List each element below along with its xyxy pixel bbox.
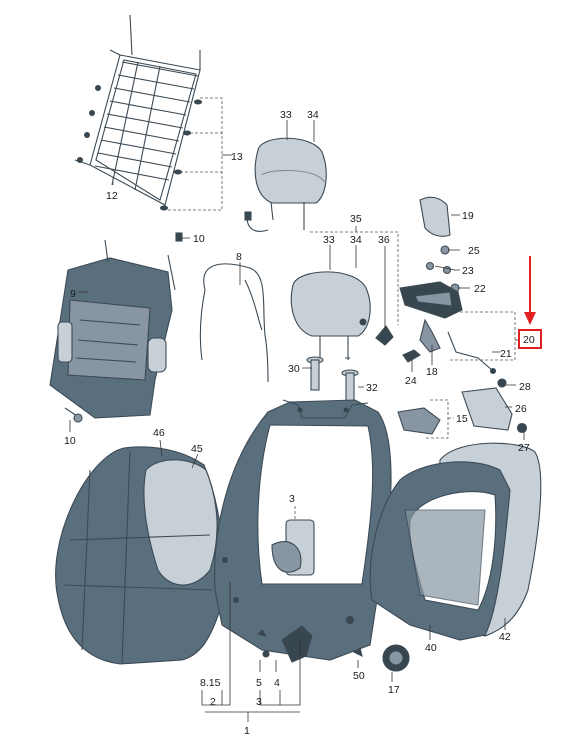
callout-10-top: 10 [193, 233, 205, 245]
callout-26: 26 [515, 403, 527, 415]
callout-15: 15 [456, 413, 468, 425]
callout-21: 21 [500, 348, 512, 360]
callout-36: 36 [378, 234, 390, 246]
headrest-top-part [244, 137, 327, 232]
adjuster-mechanism-part [256, 625, 313, 663]
callout-8: 8 [236, 251, 242, 263]
callout-8-15: 8.15 [200, 677, 221, 689]
callout-33-top: 33 [280, 109, 292, 121]
callout-5: 5 [256, 677, 262, 689]
callout-18: 18 [426, 366, 438, 378]
callout-19: 19 [462, 210, 474, 222]
callout-42: 42 [499, 631, 511, 643]
callout-24: 24 [405, 375, 417, 387]
cable-part [199, 263, 269, 383]
backrest-frame-part [214, 399, 392, 661]
callout-45: 45 [191, 443, 203, 455]
callout-4-top: 4 [274, 677, 280, 689]
callout-12: 12 [106, 190, 118, 202]
small-hardware-parts [352, 196, 528, 672]
callout-20: 20 [523, 334, 535, 346]
backrest-trim-part [369, 461, 511, 641]
callout-22: 22 [474, 283, 486, 295]
callout-33-middle: 33 [323, 234, 335, 246]
callout-28: 28 [519, 381, 531, 393]
callout-30: 30 [288, 363, 300, 375]
callout-3-inner: 3 [289, 493, 295, 505]
callout-46: 46 [153, 427, 165, 439]
highlight-marker [518, 256, 542, 349]
headrest-middle-part [290, 271, 394, 360]
callout-35: 35 [350, 213, 362, 225]
callout-32: 32 [366, 382, 378, 394]
spring-mat-part [74, 14, 202, 211]
callout-25: 25 [468, 245, 480, 257]
callout-1: 1 [244, 725, 250, 737]
callout-34-middle: 34 [350, 234, 362, 246]
callout-27: 27 [518, 442, 530, 454]
headrest-guide-part [306, 356, 359, 407]
leader-lines [69, 97, 525, 722]
callout-2: 2 [210, 696, 216, 708]
callout-17: 17 [388, 684, 400, 696]
callout-23: 23 [462, 265, 474, 277]
callout-9: 9 [70, 288, 76, 300]
backrest-cover-part [55, 446, 225, 665]
callout-labels: 12 13 10 8 9 10 33 34 35 33 34 36 30 32 … [64, 109, 535, 737]
highlight-box [518, 329, 542, 349]
callout-10-bottom: 10 [64, 435, 76, 447]
lumbar-support-part [49, 232, 183, 423]
callout-13: 13 [231, 151, 243, 163]
callout-40: 40 [425, 642, 437, 654]
callout-34-top: 34 [307, 109, 319, 121]
callout-50: 50 [353, 670, 365, 682]
callout-3: 3 [256, 696, 262, 708]
